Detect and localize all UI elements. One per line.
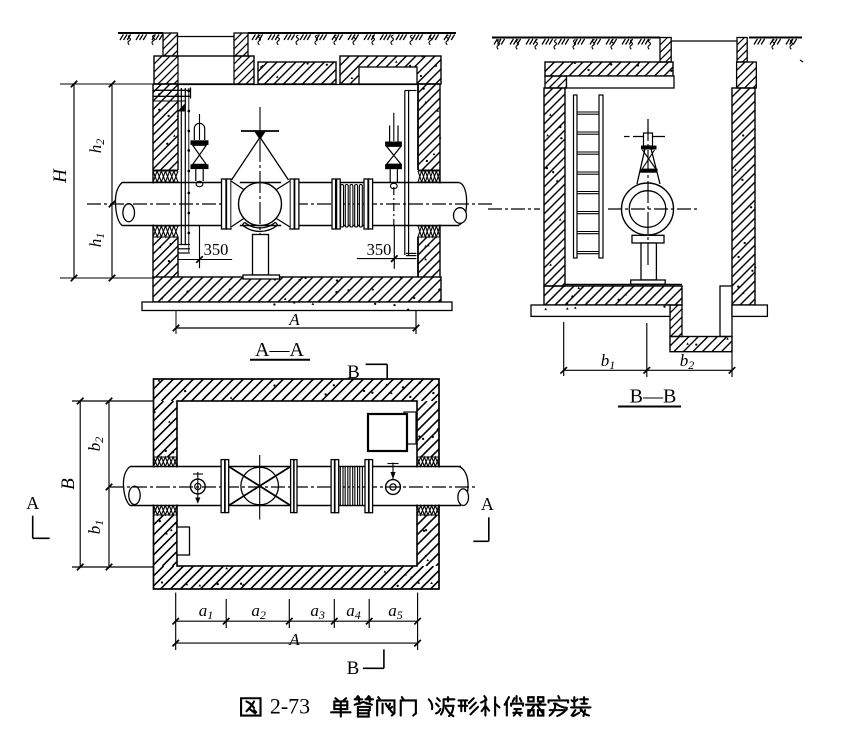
- svg-text:A—A: A—A: [255, 339, 304, 361]
- svg-text:B: B: [58, 478, 79, 490]
- svg-text:B—B: B—B: [630, 386, 677, 408]
- svg-text:2-73: 2-73: [270, 694, 310, 719]
- svg-text:A: A: [481, 494, 494, 514]
- svg-text:A: A: [288, 310, 300, 329]
- svg-text:350: 350: [204, 240, 229, 259]
- svg-text:350: 350: [367, 240, 392, 259]
- svg-text:A: A: [26, 493, 39, 513]
- svg-text:A: A: [288, 630, 300, 649]
- svg-text:H: H: [50, 168, 71, 184]
- svg-text:B: B: [347, 658, 360, 679]
- svg-text:B: B: [347, 362, 360, 383]
